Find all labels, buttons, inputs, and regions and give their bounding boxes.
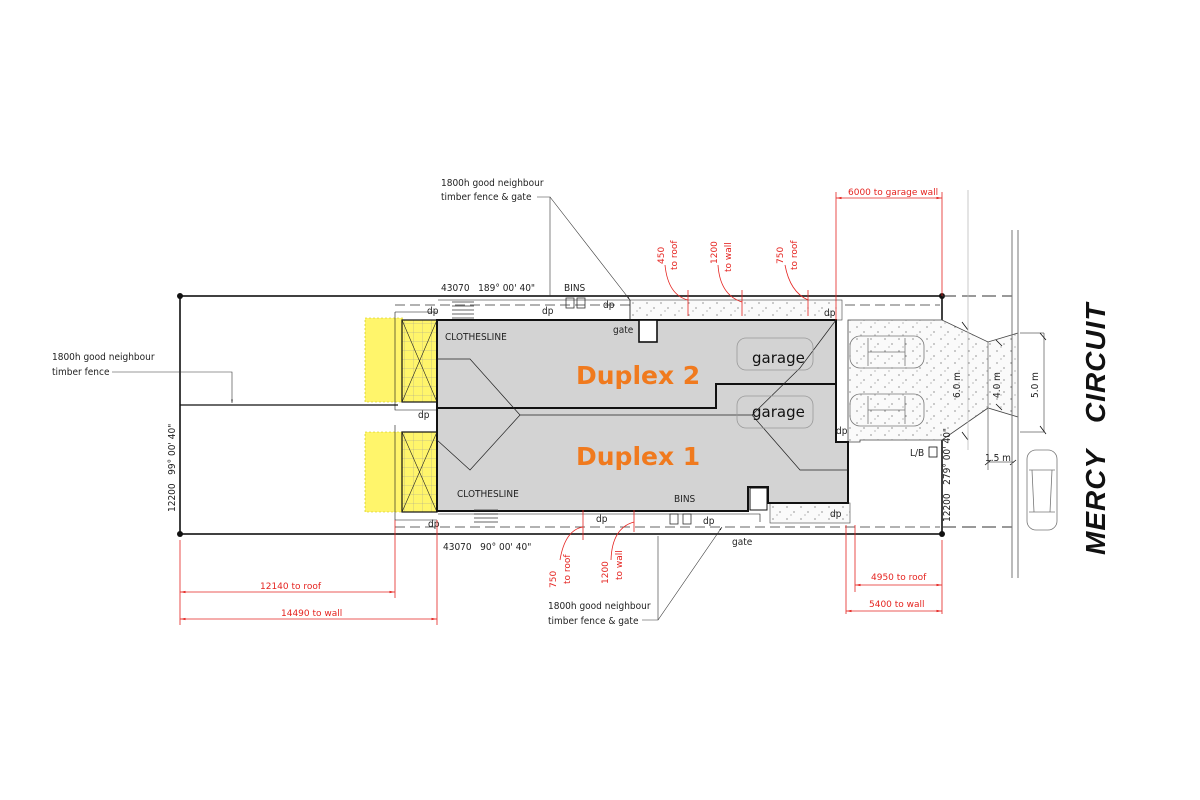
svg-text:timber fence & gate: timber fence & gate [441,192,532,203]
svg-text:to roof: to roof [563,554,573,584]
svg-text:1200: 1200 [710,241,720,264]
duplex-2-label: Duplex 2 [576,361,700,390]
svg-text:timber fence & gate: timber fence & gate [548,616,639,627]
garage-label-1: garage [752,403,805,421]
car-icon [849,335,925,427]
svg-text:dp: dp [418,410,430,421]
svg-text:dp: dp [824,308,836,319]
duplex-1-label: Duplex 1 [576,442,700,471]
svg-text:6000 to garage wall: 6000 to garage wall [848,188,938,198]
dimension-garage-wall: 6000 to garage wall [835,188,943,320]
letterbox-label: L/B [910,448,924,459]
boundary-left-label: 12200 99° 00' 40" [167,424,178,512]
svg-text:to wall: to wall [724,242,734,272]
bins-label-top: BINS [564,283,586,294]
road-kerb [1011,230,1019,578]
svg-text:450: 450 [657,247,667,264]
street-car-icon [1026,449,1058,531]
crossover-width-4m: 4.0 m [992,372,1003,398]
dimension-top-setbacks: 450 to roof 1200 to wall 750 to roof [657,240,809,316]
svg-text:dp: dp [836,426,848,437]
duplex-1-building [436,383,849,512]
svg-text:dp: dp [542,306,554,317]
fence-callout-top: 1800h good neighbour timber fence & gate [441,178,630,300]
svg-text:750: 750 [776,247,786,264]
gate-label-top: gate [613,325,634,336]
driveway-dimensions [961,190,1047,470]
roof-lines [436,319,848,471]
boundary-top-label: 43070 189° 00' 40" [441,283,535,294]
clothesline-label-1: CLOTHESLINE [457,489,519,500]
garage-car-outlines [736,337,814,429]
svg-text:1800h good neighbour: 1800h good neighbour [441,178,544,189]
svg-text:to roof: to roof [670,240,680,270]
svg-text:14490 to wall: 14490 to wall [281,609,342,619]
verge-1-5m: 1.5 m [985,453,1011,464]
fence-callout-bottom: 1800h good neighbour timber fence & gate [548,527,722,627]
svg-text:dp: dp [703,516,715,527]
bins-label-bottom: BINS [674,494,696,505]
letterbox-icon [928,446,938,458]
driveway-width-6m: 6.0 m [952,372,963,398]
dimension-front: 4950 to roof 5400 to wall [845,525,943,614]
svg-text:dp: dp [603,300,615,311]
dimension-bottom-setbacks: 750 to roof 1200 to wall [549,510,635,588]
svg-text:5400 to wall: 5400 to wall [869,600,925,610]
svg-text:dp: dp [596,514,608,525]
svg-text:timber fence: timber fence [52,367,110,378]
side-paths [438,299,851,524]
kerb-width-5m: 5.0 m [1030,372,1041,398]
svg-text:1800h good neighbour: 1800h good neighbour [548,601,651,612]
street-name: MERCY CIRCUIT [1080,301,1111,555]
boundary-bottom-label: 43070 90° 00' 40" [443,542,531,553]
svg-text:to roof: to roof [790,240,800,270]
svg-text:750: 750 [549,571,559,588]
dimension-rear: 12140 to roof 14490 to wall [179,520,438,625]
svg-text:12140 to roof: 12140 to roof [260,582,322,592]
downpipe-labels: dp dp dp dp dp dp dp dp dp dp [418,300,848,530]
svg-text:1800h good neighbour: 1800h good neighbour [52,352,155,363]
garage-label-2: garage [752,349,805,367]
svg-text:dp: dp [830,509,842,520]
bin-icons [452,297,692,525]
svg-text:dp: dp [427,306,439,317]
svg-text:dp: dp [428,519,440,530]
boundary-right-label: 12200 279° 00' 40" [942,428,953,522]
svg-text:to wall: to wall [615,550,625,580]
clothesline-label-2: CLOTHESLINE [445,332,507,343]
fence-callout-left: 1800h good neighbour timber fence [52,352,233,403]
patios [364,311,438,521]
svg-text:4950 to roof: 4950 to roof [871,573,927,583]
gate-label-bottom: gate [732,537,753,548]
driveway [847,319,1019,443]
svg-text:1200: 1200 [601,561,611,584]
